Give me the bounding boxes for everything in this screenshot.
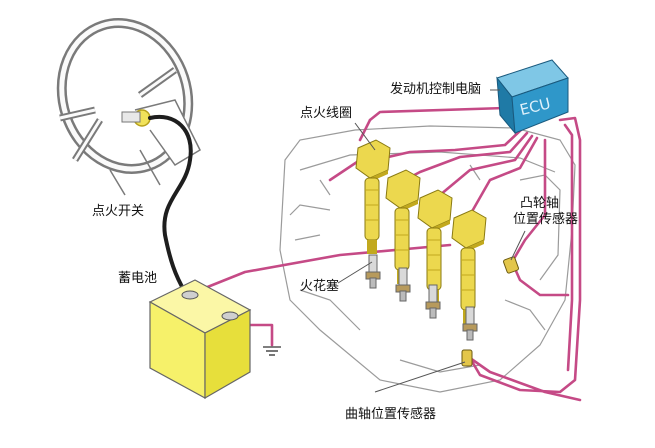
ignition-switch-label: 点火开关 bbox=[92, 204, 145, 219]
ecu-box: ECU bbox=[496, 59, 569, 135]
spark-plug-2 bbox=[395, 267, 411, 302]
crank-position-sensor bbox=[461, 349, 473, 367]
cam-sensor-label-line2: 位置传感器 bbox=[513, 212, 579, 227]
spark-plug-1 bbox=[365, 254, 381, 289]
steering-wheel bbox=[56, 18, 201, 196]
engine-block bbox=[279, 125, 576, 393]
ignition-switch-key bbox=[121, 109, 151, 127]
spark-plug-3 bbox=[425, 284, 441, 319]
spark-plug-label: 火花塞 bbox=[300, 279, 340, 294]
ignition-coil-4 bbox=[451, 209, 487, 324]
ecu-label: 发动机控制电脑 bbox=[390, 82, 482, 97]
spark-plug-4 bbox=[462, 306, 478, 341]
ground-symbol bbox=[263, 346, 281, 356]
ignition-coil-label: 点火线圈 bbox=[300, 106, 353, 121]
crank-sensor-label: 曲轴位置传感器 bbox=[345, 407, 437, 422]
battery-label: 蓄电池 bbox=[118, 271, 158, 286]
ignition-coil-2 bbox=[385, 169, 421, 284]
leader-lines bbox=[337, 89, 526, 393]
battery-switch-wire bbox=[148, 114, 193, 294]
battery bbox=[148, 279, 252, 400]
spark-plugs bbox=[365, 254, 478, 341]
cam-position-sensor bbox=[503, 256, 519, 274]
ignition-coils bbox=[355, 139, 487, 324]
ignition-coil-1 bbox=[355, 139, 391, 254]
cam-sensor-label-line1: 凸轮轴 bbox=[520, 196, 560, 211]
